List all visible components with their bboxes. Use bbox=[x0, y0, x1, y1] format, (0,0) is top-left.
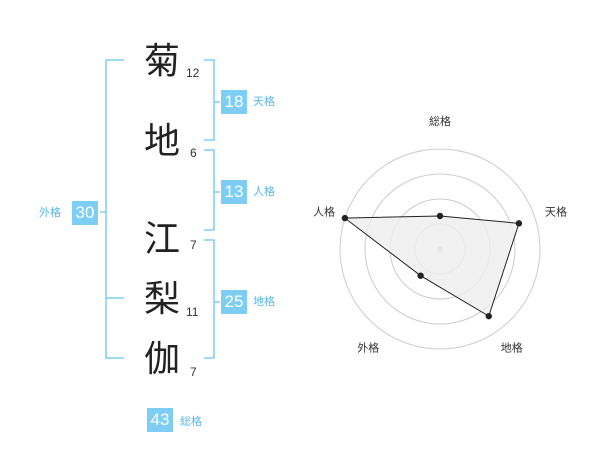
chikaku-bracket bbox=[204, 239, 215, 359]
stroke-count-3: 7 bbox=[190, 238, 197, 252]
radar-axis-label-1: 総格 bbox=[429, 114, 451, 128]
radar-axis-label-3: 地格 bbox=[501, 341, 523, 355]
radar-axis-label-4: 外格 bbox=[357, 341, 379, 355]
gaikaku-bracket bbox=[105, 59, 124, 359]
jinkaku-label: 人格 bbox=[253, 185, 275, 198]
gaikaku-label: 外格 bbox=[39, 206, 61, 219]
jinkaku-bracket bbox=[204, 149, 215, 231]
name-char-4: 梨 bbox=[143, 279, 180, 320]
radar-point-5 bbox=[341, 214, 349, 222]
radar-area bbox=[343, 215, 520, 317]
radar-ring-4 bbox=[339, 148, 541, 350]
name-char-3: 江 bbox=[143, 219, 180, 260]
tenkaku-bracket bbox=[204, 59, 215, 141]
radar-axis-label-2: 天格 bbox=[545, 204, 567, 218]
soukaku-badge: 43 bbox=[147, 408, 173, 432]
name-char-2: 地 bbox=[143, 121, 180, 162]
chikaku-label: 地格 bbox=[253, 295, 275, 308]
name-char-5: 伽 bbox=[143, 339, 180, 380]
stroke-count-1: 12 bbox=[186, 66, 200, 80]
radar-ring-3 bbox=[364, 173, 516, 325]
tenkaku-badge: 18 bbox=[221, 90, 247, 114]
stroke-count-4: 11 bbox=[186, 305, 199, 319]
radar-point-1 bbox=[436, 212, 444, 220]
stroke-count-2: 6 bbox=[190, 146, 197, 160]
radar-point-3 bbox=[485, 312, 492, 320]
tenkaku-label: 天格 bbox=[253, 95, 275, 108]
stroke-count-5: 7 bbox=[190, 365, 197, 379]
name-char-1: 菊 bbox=[143, 41, 180, 82]
radar-point-4 bbox=[417, 272, 424, 279]
jinkaku-badge: 13 bbox=[221, 180, 247, 204]
radar-point-2 bbox=[515, 220, 523, 227]
chikaku-badge: 25 bbox=[221, 290, 247, 314]
soukaku-label: 総格 bbox=[180, 415, 202, 428]
gaikaku-badge: 30 bbox=[72, 201, 98, 225]
radar-axis-label-5: 人格 bbox=[313, 204, 335, 218]
